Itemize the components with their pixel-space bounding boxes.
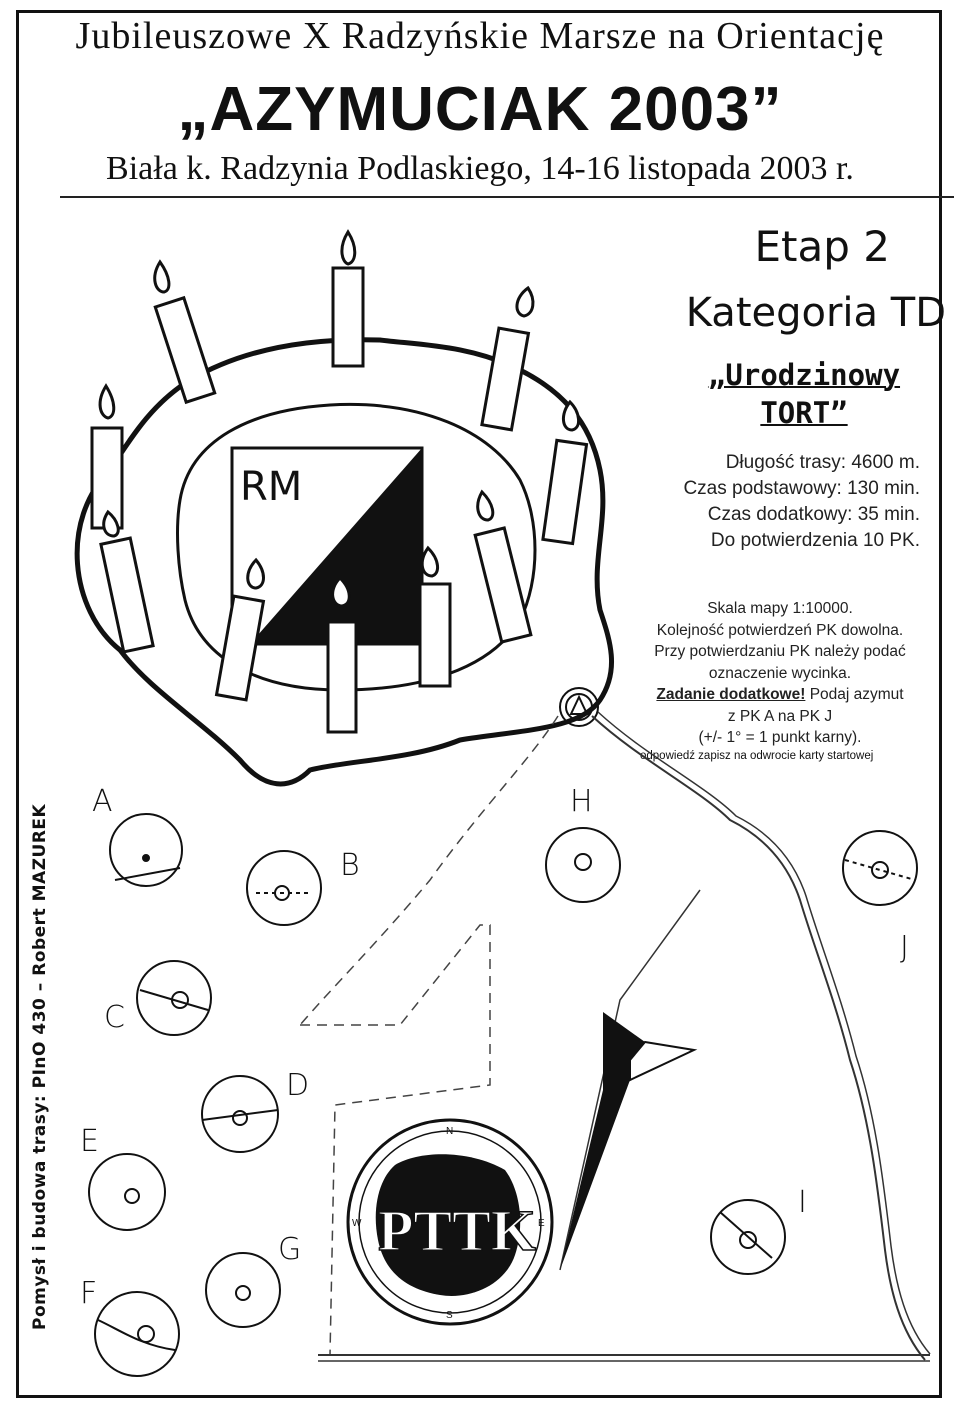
candle bbox=[480, 326, 531, 432]
compass-w: W bbox=[352, 1218, 362, 1229]
checkpoint-a-label: A bbox=[92, 784, 113, 819]
checkpoint-circles bbox=[88, 813, 918, 1377]
candle bbox=[99, 536, 155, 654]
dashed-path bbox=[299, 715, 559, 1026]
start-circle bbox=[559, 687, 599, 727]
event-subtitle: Jubileuszowe X Radzyńskie Marsze na Orie… bbox=[75, 15, 885, 57]
route-name-line2: TORT” bbox=[760, 396, 848, 430]
compass-e: E bbox=[538, 1218, 545, 1229]
checkpoint-j-label: J bbox=[900, 930, 909, 965]
checkpoint-b-label: B bbox=[340, 848, 360, 883]
extra-task-text: Podaj azymut bbox=[805, 686, 904, 703]
start-triangle bbox=[569, 694, 589, 715]
extra-task: Zadanie dodatkowe! Podaj azymut bbox=[620, 684, 940, 706]
checkpoint-d-label: D bbox=[286, 1068, 310, 1103]
route-length: Długość trasy: 4600 m. bbox=[725, 452, 920, 473]
checkpoint-f-circle bbox=[94, 1291, 180, 1377]
stage-label: Etap 2 bbox=[754, 222, 890, 271]
map-scale: Skala mapy 1:10000. bbox=[707, 600, 853, 617]
checkpoint-e-label: E bbox=[80, 1124, 99, 1159]
checkpoint-c-circle bbox=[136, 960, 212, 1036]
checkpoint-a-circle bbox=[109, 813, 183, 887]
route-info: Długość trasy: 4600 m. Czas podstawowy: … bbox=[683, 450, 920, 554]
checkpoint-c-label: C bbox=[104, 1000, 125, 1035]
dashed-path bbox=[300, 924, 491, 1356]
candle bbox=[326, 620, 358, 734]
checkpoint-b-circle bbox=[246, 850, 322, 926]
candle bbox=[214, 594, 266, 702]
answer-note: odpowiedź zapisz na odwrocie karty start… bbox=[640, 750, 874, 762]
checkpoint-g-label: G bbox=[278, 1232, 302, 1267]
route-name: „Urodzinowy TORT” bbox=[674, 356, 934, 432]
extra-task-3: (+/- 1° = 1 punkt karny). bbox=[698, 729, 862, 746]
line bbox=[559, 889, 701, 1271]
checkpoint-h-circle bbox=[545, 827, 621, 903]
rm-logo-triangle bbox=[250, 448, 422, 644]
checkpoint-i-label: I bbox=[798, 1185, 807, 1220]
rm-logo-text: RM bbox=[240, 464, 302, 510]
extra-task-2: z PK A na PK J bbox=[727, 707, 833, 725]
checkpoint-d-circle bbox=[201, 1075, 279, 1153]
candle bbox=[541, 438, 589, 546]
north-arrow bbox=[560, 1012, 698, 1270]
category-label: Kategoria TD bbox=[685, 290, 946, 336]
route-rules: Skala mapy 1:10000. Kolejność potwierdze… bbox=[620, 598, 940, 749]
checkpoint-i-circle bbox=[710, 1199, 786, 1275]
compass-s: S bbox=[446, 1310, 453, 1321]
road bbox=[591, 715, 926, 1361]
compass-n: N bbox=[446, 1126, 453, 1137]
event-title: „AZYMUCIAK 2003” bbox=[177, 75, 783, 144]
confirm-order: Kolejność potwierdzeń PK dowolna. bbox=[656, 621, 904, 639]
checkpoint-count: Do potwierdzenia 10 PK. bbox=[710, 530, 920, 551]
extra-time: Czas dodatkowy: 35 min. bbox=[707, 504, 920, 525]
candle bbox=[473, 526, 533, 644]
checkpoint-j-circle bbox=[842, 830, 918, 906]
checkpoint-f-label: F bbox=[80, 1276, 98, 1311]
checkpoint-g-circle bbox=[205, 1252, 281, 1328]
base-time: Czas podstawowy: 130 min. bbox=[683, 478, 920, 499]
route-name-line1: „Urodzinowy bbox=[707, 358, 901, 392]
checkpoint-e-circle bbox=[88, 1153, 166, 1231]
event-place-date: Biała k. Radzynia Podlaskiego, 14-16 lis… bbox=[106, 150, 854, 187]
start-circle-inner bbox=[565, 693, 593, 721]
candle bbox=[331, 266, 365, 368]
pttk-compass: PTTK N S E W bbox=[346, 1118, 554, 1326]
extra-task-label: Zadanie dodatkowe! bbox=[656, 686, 806, 703]
marking-rule-1: Przy potwierdzaniu PK należy podać bbox=[654, 643, 906, 660]
marking-rule-2: oznaczenie wycinka. bbox=[708, 664, 852, 682]
pttk-logo-text: PTTK bbox=[378, 1198, 536, 1263]
checkpoint-h-label: H bbox=[570, 784, 593, 819]
candles bbox=[90, 229, 589, 734]
candle bbox=[153, 295, 217, 405]
road-edge bbox=[597, 711, 931, 1355]
header-divider bbox=[60, 196, 954, 198]
candle bbox=[418, 582, 452, 688]
